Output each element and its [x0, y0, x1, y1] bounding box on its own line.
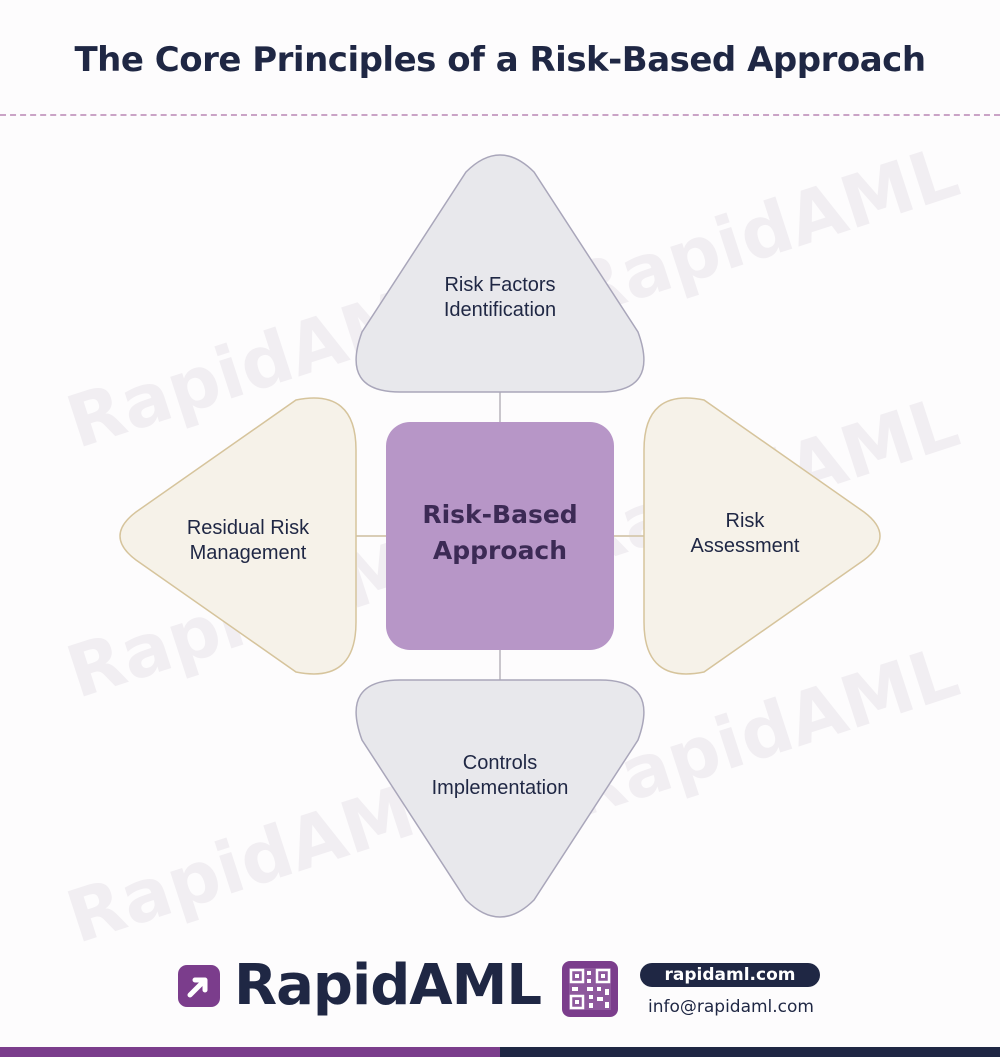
qr-code-icon: [562, 961, 618, 1017]
page-title: The Core Principles of a Risk-Based Appr…: [74, 40, 926, 80]
left-label-line1: Residual Risk: [186, 517, 310, 539]
bottom-label-line1: Controls: [462, 752, 538, 774]
left-triangle: [119, 397, 357, 675]
top-label-line1: Risk Factors: [444, 274, 556, 296]
bottom-label-line2: Implementation: [431, 777, 569, 799]
footer-bar-accent: [0, 1047, 500, 1057]
right-label: Risk Assessment: [640, 509, 850, 559]
top-triangle: [355, 154, 645, 393]
bottom-label: Controls Implementation: [380, 751, 620, 801]
center-label-line2: Approach: [432, 536, 568, 565]
right-label-line1: Risk: [725, 510, 765, 532]
footer-logo: RapidAML: [178, 953, 542, 1018]
right-triangle: [643, 397, 881, 675]
rapidaml-logo-icon: [178, 964, 220, 1007]
center-square: [386, 422, 614, 650]
center-label-line1: Risk-Based: [422, 500, 578, 529]
left-label-line2: Management: [189, 542, 307, 564]
right-label-line2: Assessment: [690, 535, 800, 557]
title-divider: [0, 114, 1000, 116]
left-label: Residual Risk Management: [138, 516, 358, 566]
brand-name: RapidAML: [234, 953, 542, 1018]
footer-bar-dark: [500, 1047, 1000, 1057]
bottom-triangle: [355, 679, 645, 918]
center-label: Risk-Based Approach: [386, 497, 614, 569]
top-label: Risk Factors Identification: [380, 273, 620, 323]
email-link[interactable]: info@rapidaml.com: [647, 997, 814, 1017]
website-link[interactable]: rapidaml.com: [640, 963, 820, 987]
top-label-line2: Identification: [443, 299, 557, 321]
